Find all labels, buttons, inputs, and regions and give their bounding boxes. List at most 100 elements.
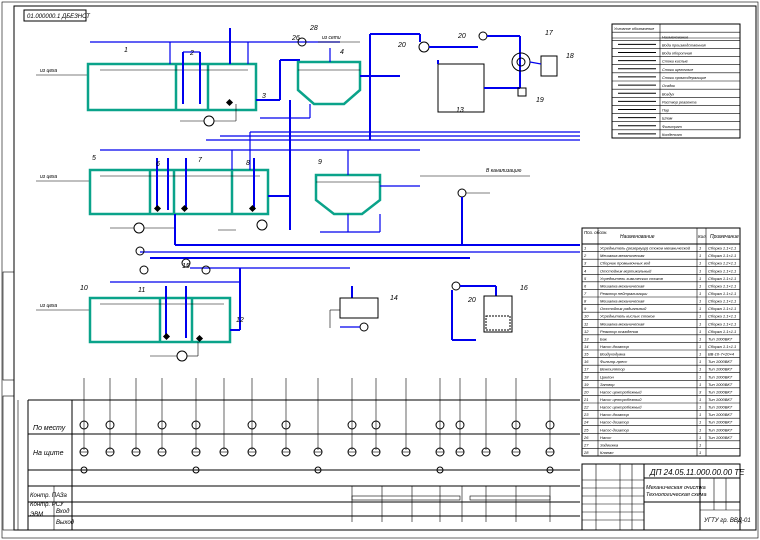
spec-cell-pos: 6	[584, 283, 587, 288]
svg-text:3: 3	[262, 93, 266, 100]
spec-cell-note: Сборка 1.1×1.1	[708, 306, 736, 311]
dosing-block-14	[329, 286, 379, 332]
spec-cell-name: Насос-дозатор	[600, 420, 630, 425]
rsu-control-label: Контр. РСУ	[30, 502, 65, 508]
spec-header-note: Примечание	[710, 234, 739, 240]
spec-cell-pos: 3	[584, 261, 587, 266]
spec-cell-name: Фильтр-пресс	[600, 359, 627, 364]
spec-cell-name: Насос-дозатор	[600, 344, 630, 349]
drawing-stamp-box	[23, 9, 87, 22]
pump-d-icon	[201, 265, 211, 275]
spec-cell-note: Тип 1000ВКТ	[708, 397, 733, 402]
bus-bar	[469, 495, 551, 501]
tank-13	[437, 63, 485, 113]
sewer-label: В канализацию	[486, 168, 522, 174]
inlet-3-label: из цеха	[40, 303, 57, 309]
spec-cell-qty: 1	[699, 314, 701, 319]
spec-cell-qty: 1	[699, 306, 701, 311]
spec-cell-qty: 1	[699, 329, 701, 334]
spec-cell-pos: 26	[583, 435, 589, 440]
pump-20c-icon	[451, 281, 461, 291]
alarm-icon	[192, 466, 200, 474]
spec-cell-name: Бак	[600, 336, 608, 341]
spec-cell-pos: 4	[584, 268, 587, 273]
spec-cell-name: Насос-дозатор	[600, 427, 630, 432]
callouts: 1 2 3 4 5 6 7 8 9 10 11 12 13 14 15 16 1…	[80, 25, 574, 324]
spec-cell-pos: 24	[583, 420, 589, 425]
spec-cell-qty: 1	[699, 299, 701, 304]
row-2-equipment: из цеха	[36, 100, 580, 246]
local-instrument-icon	[435, 420, 445, 430]
local-instrument-icon	[281, 420, 291, 430]
spec-cell-pos: 22	[583, 405, 589, 410]
filter-press	[483, 295, 513, 333]
input-label: Вход	[56, 509, 70, 515]
spec-cell-qty: 1	[699, 321, 701, 326]
spec-cell-qty: 1	[699, 412, 701, 417]
spec-cell-qty: 3	[699, 389, 702, 394]
spec-cell-qty: 1	[699, 344, 701, 349]
alarm-icon	[80, 466, 88, 474]
local-instrument-icon	[105, 420, 115, 430]
spec-cell-pos: 17	[584, 367, 589, 372]
spec-cell-pos: 7	[584, 291, 587, 296]
inlet-2-label: из цеха	[40, 174, 57, 180]
legend-row-label: Вода производственная	[662, 43, 706, 47]
spec-cell-name: Насос-дозатор	[600, 412, 630, 417]
spec-cell-pos: 28	[583, 450, 589, 455]
spec-cell-qty: 1	[699, 283, 701, 288]
svg-text:20: 20	[397, 42, 406, 49]
spec-cell-name: Мешалка механическая	[600, 253, 645, 258]
legend-row-label: Стоки щелочные	[662, 68, 693, 72]
svg-text:19: 19	[536, 97, 544, 104]
legend-row-label: Стоки хромсодержащие	[662, 76, 706, 80]
spec-cell-name: Усреднитель кислых стоков	[600, 314, 655, 319]
filter-press-16	[451, 281, 513, 341]
spec-cell-note: Тип 1000ВКТ	[708, 382, 733, 387]
pump-sewer-icon	[457, 188, 467, 198]
spec-cell-note: Тип 1000ВКТ	[708, 427, 733, 432]
spec-cell-note: ВВ-10-7×20×4	[708, 352, 735, 357]
pump-26-icon	[297, 37, 307, 47]
spec-cell-note: Сборка 1.1×1.1	[708, 253, 736, 258]
pump-row2b-icon	[256, 219, 268, 231]
spec-cell-pos: 14	[584, 344, 589, 349]
row-3-equipment: из цеха	[36, 268, 241, 362]
drawing-title-1: Механическая очистка	[646, 485, 706, 491]
spec-cell-pos: 8	[584, 299, 587, 304]
legend-row-label: Воздух	[662, 92, 675, 96]
spec-cell-qty: 1	[699, 268, 701, 273]
spec-cell-pos: 13	[584, 336, 589, 341]
spec-cell-note: Сборка 1.1×1.1	[708, 321, 736, 326]
legend-row-label: Шлам	[662, 117, 673, 121]
spec-cell-note: Тип 1000ВКТ	[708, 405, 733, 410]
spec-cell-name: Сборник промывочных вод	[600, 261, 651, 266]
local-row-label: По месту	[33, 425, 66, 432]
spec-cell-qty: 1	[699, 397, 701, 402]
spec-cell-note: Сборка 1.2×1.1	[708, 261, 736, 266]
svg-text:12: 12	[236, 317, 244, 324]
svg-text:20: 20	[457, 33, 466, 40]
spec-cell-name: Насос центробежный	[600, 389, 642, 394]
spec-cell-qty: 1	[699, 359, 701, 364]
local-instrument-icon	[157, 420, 167, 430]
drawing-title-2: Технологическая схема	[646, 492, 707, 498]
svg-text:5: 5	[92, 155, 96, 162]
spec-cell-note: Сборка 1.1×1.1	[708, 268, 736, 273]
spec-cell-pos: 20	[583, 389, 589, 394]
dosing-tank-14	[339, 297, 379, 319]
svg-text:4: 4	[340, 49, 344, 56]
svg-text:11: 11	[138, 287, 145, 294]
paz-control-label: Контр. ПАЗа	[30, 493, 68, 499]
spec-cell-note: Тип 1000ВКТ	[708, 374, 733, 379]
spec-cell-qty: 1	[699, 374, 701, 379]
local-instrument-icon	[247, 420, 257, 430]
spec-cell-name: Усреднитель (резервуар) стоков механичес…	[600, 246, 691, 251]
inlet-1-label: из цеха	[40, 68, 57, 74]
pump-20a-icon	[418, 41, 430, 53]
spec-cell-qty: 1	[699, 352, 701, 357]
spec-cell-pos: 5	[584, 276, 587, 281]
spec-cell-name: Циклон	[600, 374, 615, 379]
spec-cell-note: Тип 1000ВКТ	[708, 359, 733, 364]
